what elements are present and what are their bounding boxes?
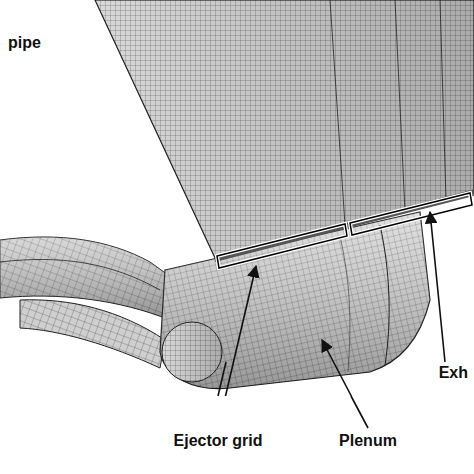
callout-label: Plenum <box>339 432 397 450</box>
leader-arrow <box>218 362 226 396</box>
callout-label: Ejector grid <box>174 432 263 450</box>
plenum-body <box>160 212 430 389</box>
mixing-box <box>95 0 474 262</box>
exhaust-pipe <box>0 237 175 368</box>
leader-arrow <box>218 212 445 428</box>
leader-arrow <box>351 396 368 428</box>
callout-label: Exh <box>437 364 470 382</box>
callout-label: pipe <box>8 34 41 52</box>
